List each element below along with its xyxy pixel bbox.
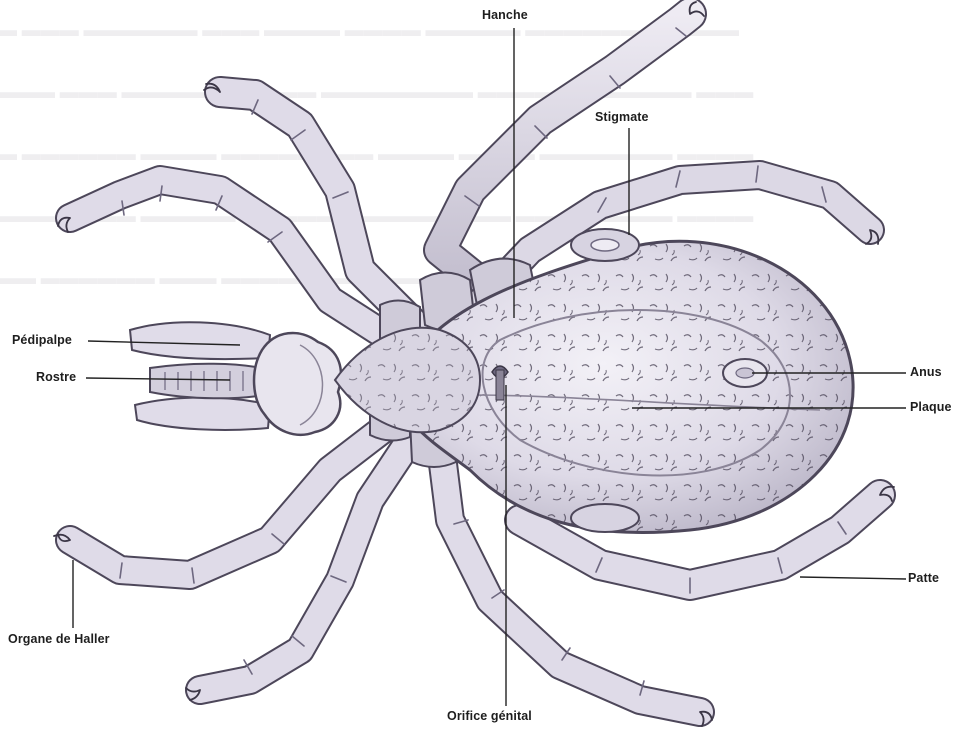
label-organe-de-haller: Organe de Haller (8, 632, 110, 646)
label-anus: Anus (910, 365, 942, 379)
label-pedipalpe: Pédipalpe (12, 333, 72, 347)
leader-patte (800, 577, 906, 579)
podosoma (335, 328, 480, 432)
label-stigmate: Stigmate (595, 110, 649, 124)
label-plaque: Plaque (910, 400, 952, 414)
label-hanche: Hanche (482, 8, 528, 22)
label-rostre: Rostre (36, 370, 76, 384)
label-orifice-genital: Orifice génital (447, 709, 532, 723)
label-patte: Patte (908, 571, 939, 585)
